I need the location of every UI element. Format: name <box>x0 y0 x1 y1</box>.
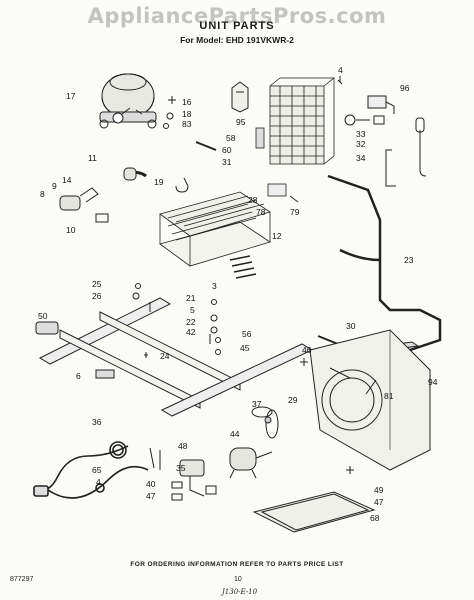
ordering-note: FOR ORDERING INFORMATION REFER TO PARTS … <box>130 561 344 568</box>
callout-68: 68 <box>370 513 380 523</box>
callout-16: 16 <box>182 97 192 107</box>
page-title: UNIT PARTS <box>199 20 275 32</box>
callout-22: 22 <box>186 317 196 327</box>
callout-48: 48 <box>178 441 188 451</box>
callout-49: 49 <box>374 485 384 495</box>
condenser-fan-blade <box>251 406 279 439</box>
callout-19: 19 <box>154 177 164 187</box>
mounting-bracket <box>231 81 249 113</box>
unit-base-frame <box>35 297 241 409</box>
fan-shroud <box>309 329 431 471</box>
figure-number: 877297 <box>10 576 34 583</box>
callout-4-top: 4 <box>338 65 343 75</box>
callout-56: 56 <box>242 329 252 339</box>
callout-21: 21 <box>186 293 196 303</box>
callout-40: 40 <box>146 479 156 489</box>
callout-24: 24 <box>160 351 170 361</box>
callout-23: 23 <box>404 255 414 265</box>
callout-96: 96 <box>400 83 410 93</box>
callout-11: 11 <box>88 153 97 163</box>
callout-6: 6 <box>76 371 81 381</box>
callout-94: 94 <box>428 377 438 387</box>
callout-35: 35 <box>176 463 186 473</box>
callout-81: 81 <box>384 391 394 401</box>
callout-10: 10 <box>66 225 76 235</box>
callout-45: 45 <box>240 343 250 353</box>
callout-34: 34 <box>356 153 366 163</box>
callout-29: 29 <box>288 395 298 405</box>
filter-dryer <box>59 167 189 223</box>
condenser-coil <box>195 77 335 165</box>
grommet-parts <box>163 96 176 129</box>
page-number: 10 <box>234 576 242 583</box>
callout-17: 17 <box>66 91 76 101</box>
watermark-text: AppliancePartsPros.com <box>87 4 387 28</box>
callout-58: 58 <box>226 133 236 143</box>
callout-4-bottom: 4 <box>96 477 101 487</box>
callout-79: 79 <box>290 207 300 217</box>
evaporator-coil <box>159 183 299 279</box>
callout-9: 9 <box>52 181 57 191</box>
callout-50: 50 <box>38 311 48 321</box>
callout-46: 46 <box>302 345 312 355</box>
model-line: For Model: EHD 191VKWR-2 <box>180 35 294 45</box>
clip-parts <box>171 466 354 501</box>
callout-14: 14 <box>62 175 72 185</box>
callout-3: 3 <box>212 281 217 291</box>
callout-60: 60 <box>222 145 232 155</box>
callout-47-right: 47 <box>374 497 384 507</box>
suction-line-tubing <box>327 174 442 352</box>
callout-44: 44 <box>230 429 240 439</box>
callout-42: 42 <box>186 327 196 337</box>
callout-30: 30 <box>346 321 356 331</box>
callout-28: 28 <box>248 195 258 205</box>
callout-65: 65 <box>92 465 102 475</box>
callout-47-left: 47 <box>146 491 156 501</box>
callout-83: 83 <box>182 119 192 129</box>
power-cord <box>33 441 161 499</box>
callout-37: 37 <box>252 399 262 409</box>
callout-12: 12 <box>272 231 282 241</box>
defrost-parts <box>337 76 427 187</box>
callout-36: 36 <box>92 417 102 427</box>
callout-25: 25 <box>92 279 102 289</box>
callout-33: 33 <box>356 129 366 139</box>
compressor-drawing <box>99 73 157 129</box>
callout-95: 95 <box>236 117 246 127</box>
relay-overload <box>179 459 217 497</box>
callout-31: 31 <box>222 157 232 167</box>
callout-5: 5 <box>190 305 195 315</box>
callout-8: 8 <box>40 189 45 199</box>
fan-motor <box>229 447 273 479</box>
callout-78: 78 <box>256 207 266 217</box>
defrost-drain-pan <box>252 491 376 533</box>
callout-26: 26 <box>92 291 102 301</box>
screw-cluster <box>132 283 221 355</box>
callout-32: 32 <box>356 139 366 149</box>
callout-18: 18 <box>182 109 192 119</box>
handwritten-code: J130-E-10 <box>222 588 258 596</box>
